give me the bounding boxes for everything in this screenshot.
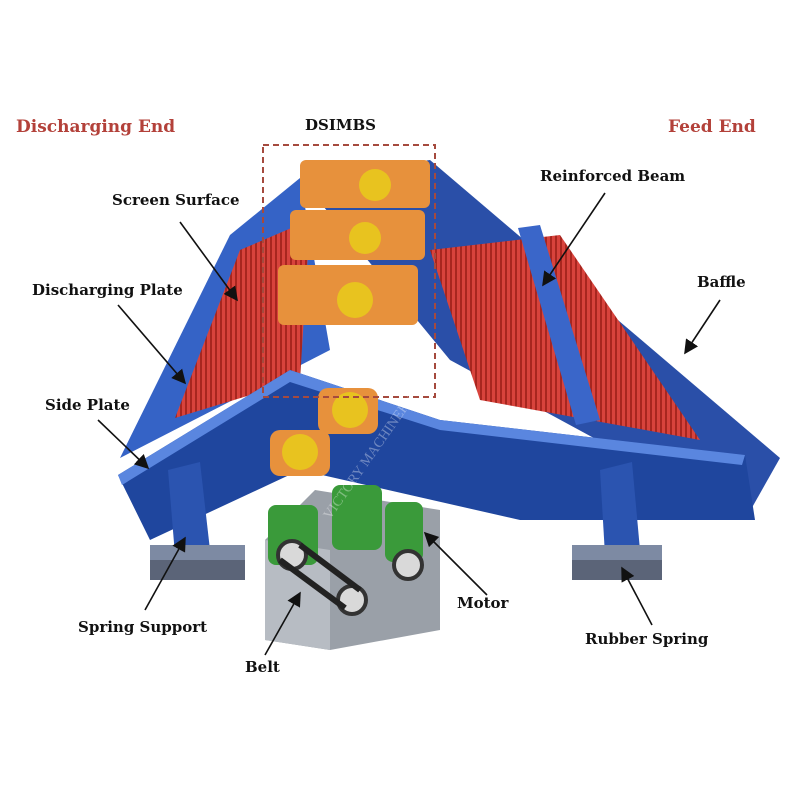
screen-surface-left xyxy=(175,220,310,418)
discharging-plate-label: Discharging Plate xyxy=(32,281,183,299)
reinforced-beam xyxy=(518,225,600,425)
spring-support-label: Spring Support xyxy=(78,618,208,636)
belt-label: Belt xyxy=(245,658,280,676)
rubber-spring-label: Rubber Spring xyxy=(585,630,709,648)
discharging-end-label: Discharging End xyxy=(16,117,176,137)
baffle-label: Baffle xyxy=(697,273,746,291)
motor-label: Motor xyxy=(457,594,509,612)
exciter-assembly xyxy=(270,160,430,476)
reinforced-beam-label: Reinforced Beam xyxy=(540,167,686,185)
feed-end-label: Feed End xyxy=(668,117,756,137)
side-plate-label: Side Plate xyxy=(45,396,130,414)
dsimbs-label: DSIMBS xyxy=(305,116,376,134)
motor-units xyxy=(268,485,424,616)
screen-surface-label: Screen Surface xyxy=(112,191,240,209)
front-side-plate xyxy=(118,370,755,540)
dsimbs-highlight-box xyxy=(262,144,436,398)
